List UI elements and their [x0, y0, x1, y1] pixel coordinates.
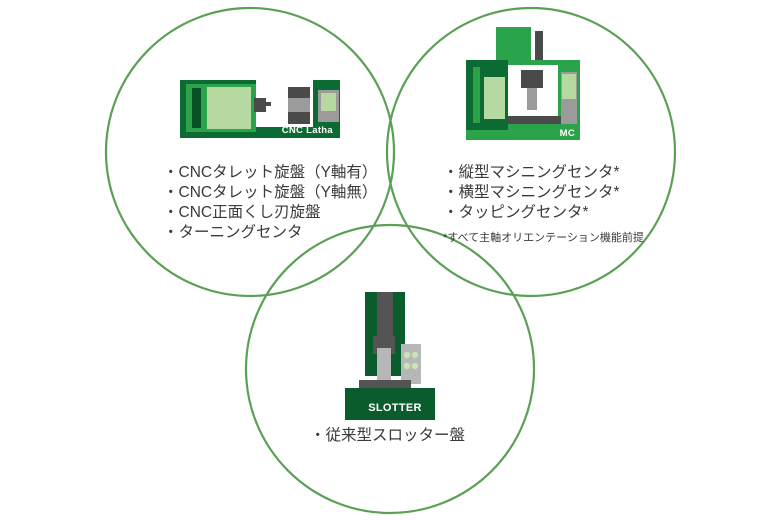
list-item: ・従来型スロッター盤	[310, 427, 466, 444]
cnc-lathe-machine-icon: CNC Latha	[180, 80, 340, 138]
mc-machine-icon: MC	[463, 27, 583, 140]
mc-item-list: ・縦型マシニングセンタ* ・横型マシニングセンタ* ・タッピングセンタ*	[443, 163, 644, 223]
list-item: ・縦型マシニングセンタ*	[443, 164, 620, 181]
list-item: ・タッピングセンタ*	[443, 204, 589, 221]
slotter-icon-label: SLOTTER	[368, 402, 421, 414]
slotter-circle	[244, 223, 536, 515]
list-item: ・横型マシニングセンタ*	[443, 184, 620, 201]
mc-circle	[385, 6, 677, 298]
cnc-lathe-item-list: ・CNCタレット旋盤（Y軸有） ・CNCタレット旋盤（Y軸無） ・CNC正面くし…	[163, 163, 377, 243]
list-item: ・CNCタレット旋盤（Y軸無）	[163, 184, 378, 201]
lathe-icon-label: CNC Latha	[282, 125, 334, 136]
mc-icon-label: MC	[560, 128, 575, 139]
list-item: ・CNCタレット旋盤（Y軸有）	[163, 164, 378, 181]
cnc-lathe-text-group: ・CNCタレット旋盤（Y軸有） ・CNCタレット旋盤（Y軸無） ・CNC正面くし…	[163, 163, 377, 243]
list-item: ・ターニングセンタ	[163, 224, 303, 241]
list-item: ・CNC正面くし刃旋盤	[163, 204, 321, 221]
cnc-lathe-circle	[104, 6, 396, 298]
slotter-machine-icon: SLOTTER	[345, 292, 445, 420]
mc-footnote: *すべて主軸オリエンテーション機能前提	[443, 232, 644, 244]
mc-text-group: ・縦型マシニングセンタ* ・横型マシニングセンタ* ・タッピングセンタ* *すべ…	[443, 163, 644, 246]
slotter-item-list: ・従来型スロッター盤	[310, 426, 465, 446]
slotter-text-group: ・従来型スロッター盤	[310, 426, 465, 446]
